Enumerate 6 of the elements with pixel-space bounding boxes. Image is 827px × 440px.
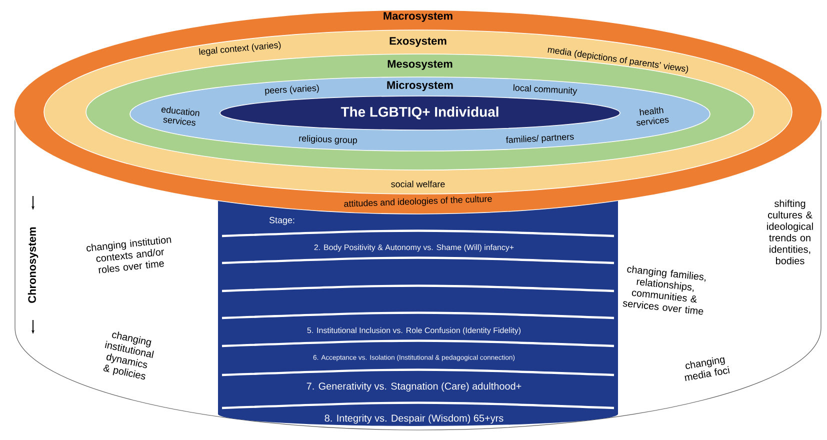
side-note: changing media foci (684, 357, 730, 381)
node-label: Stage: (269, 216, 294, 226)
axis-label: Chronosystem (28, 227, 38, 303)
side-note: changing institution contexts and/or roles over time (86, 236, 172, 274)
node-label: 8. Integrity vs. Despair (Wisdom) 65+yrs (324, 414, 504, 424)
node-label: 7. Generativity vs. Stagnation (Care) adulthood+ (306, 382, 522, 392)
